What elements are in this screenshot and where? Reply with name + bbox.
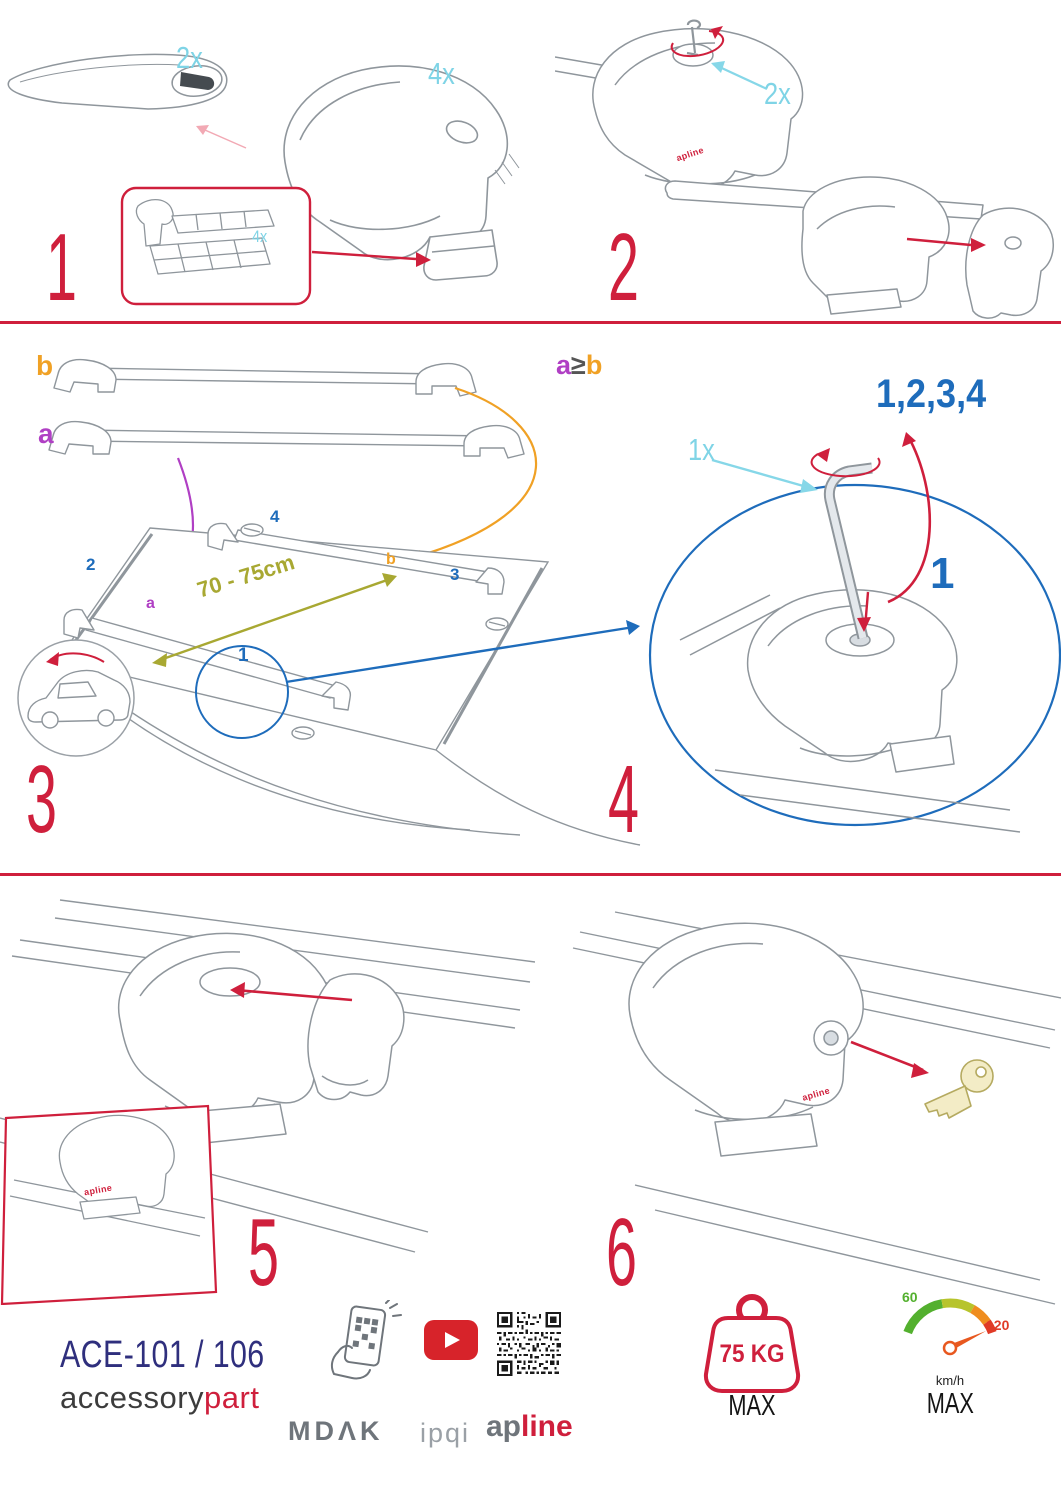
gauge-min-label: 60 [902,1289,918,1305]
speed-limit-icon [903,1298,997,1356]
qr-code [497,1312,561,1376]
bar-label-a: a [38,418,54,449]
foot-drawing [283,65,520,281]
bar-pointer-line [197,126,247,149]
brand-wordmark: accessorypart [60,1382,259,1413]
car-inset-drawing [27,669,131,729]
gauge-needle [950,1331,986,1352]
rule-label: a≥b [556,352,602,379]
crossbar-drawing [7,53,228,110]
inset-arrow [311,250,417,261]
bar-label-b: b [36,350,54,381]
pad-qty-label: 4x [252,227,268,246]
detail-circle [195,645,289,739]
bar-qty-label: 2x [176,40,203,75]
apline-logo-gray: ap [486,1410,522,1443]
zoom-arrow [285,625,635,684]
upper-foot-drawing [555,28,804,192]
position-2-label: 2 [86,555,96,574]
lock-arrow [850,1040,924,1072]
step4-torque-illustration [648,432,1061,833]
roof-a-label: a [146,595,155,612]
gauge-unit-label: km/h [935,1373,965,1388]
tighten-sequence-label: 1,2,3,4 [876,372,987,416]
step6-lock-illustration [572,911,1061,1305]
allen-key-icon [823,462,873,640]
brand-name-red: part [204,1380,260,1415]
key-icon [924,1059,994,1119]
rotate-arrow [670,30,725,58]
lower-foot-drawing [664,176,1054,319]
step-3-number: 3 [26,746,57,853]
rule-op: ≥ [571,350,586,380]
weight-max-label: MAX [728,1390,776,1422]
step2-lock-illustration [555,19,1054,319]
arrow-b-curve [411,386,537,560]
section-divider-top [0,321,1061,324]
position-3-label: 3 [450,565,460,584]
roof-b-label: b [386,551,396,568]
youtube-icon [424,1320,478,1360]
endcap-arrow [906,237,972,247]
foot-qty-label: 4x [428,56,455,91]
apline-logo-red: line [521,1410,573,1443]
sequence-arrow [887,435,932,604]
zoom-foot-drawing [679,588,1021,833]
rule-b: b [585,350,603,380]
locking-foot-drawing [628,922,864,1157]
mdak-logo: MDΛK [288,1416,384,1446]
step-4-number: 4 [608,746,639,853]
brand-name-gray: accessory [60,1380,205,1415]
step1-parts-illustration [7,53,520,306]
key-in-lock-icon [686,19,702,57]
position-4-label: 4 [270,507,280,526]
step-2-number: 2 [608,214,639,321]
torque-rotate-arrow [810,453,881,478]
mounted-foot-drawing [9,1114,206,1237]
bar-b-drawing [53,358,477,397]
speed-max-label: MAX [926,1388,974,1420]
step-6-number: 6 [606,1199,637,1306]
foot-and-clamp-drawing [117,932,405,1145]
ipqi-logo: ipqi [420,1418,471,1448]
bar-a-drawing [48,420,525,459]
first-position-label: 1 [930,549,955,598]
apline-logo: apline [486,1412,573,1442]
step5-mount-illustration [0,899,535,1305]
section-divider-bottom [0,873,1061,876]
car-roof-drawing [56,527,641,846]
step-1-number: 1 [46,214,77,321]
phone-scan-icon [330,1300,402,1380]
distance-arrow [159,577,391,662]
gauge-max-value-label: 120 [986,1317,1010,1333]
key-qty-arrow [711,458,815,491]
model-number: ACE-101 / 106 [60,1334,265,1376]
weight-limit-value: 75 KG [719,1340,785,1368]
position-1-label: 1 [238,645,249,666]
rubber-pads-drawing [135,199,275,275]
step-5-number: 5 [248,1199,279,1306]
allen-key-qty-label: 1x [688,432,715,467]
rule-a: a [556,350,572,380]
step3-roof-illustration [17,358,641,846]
key-qty-label: 2x [764,76,791,111]
weight-limit-icon [703,1294,801,1393]
insert-arrow [235,988,353,1002]
